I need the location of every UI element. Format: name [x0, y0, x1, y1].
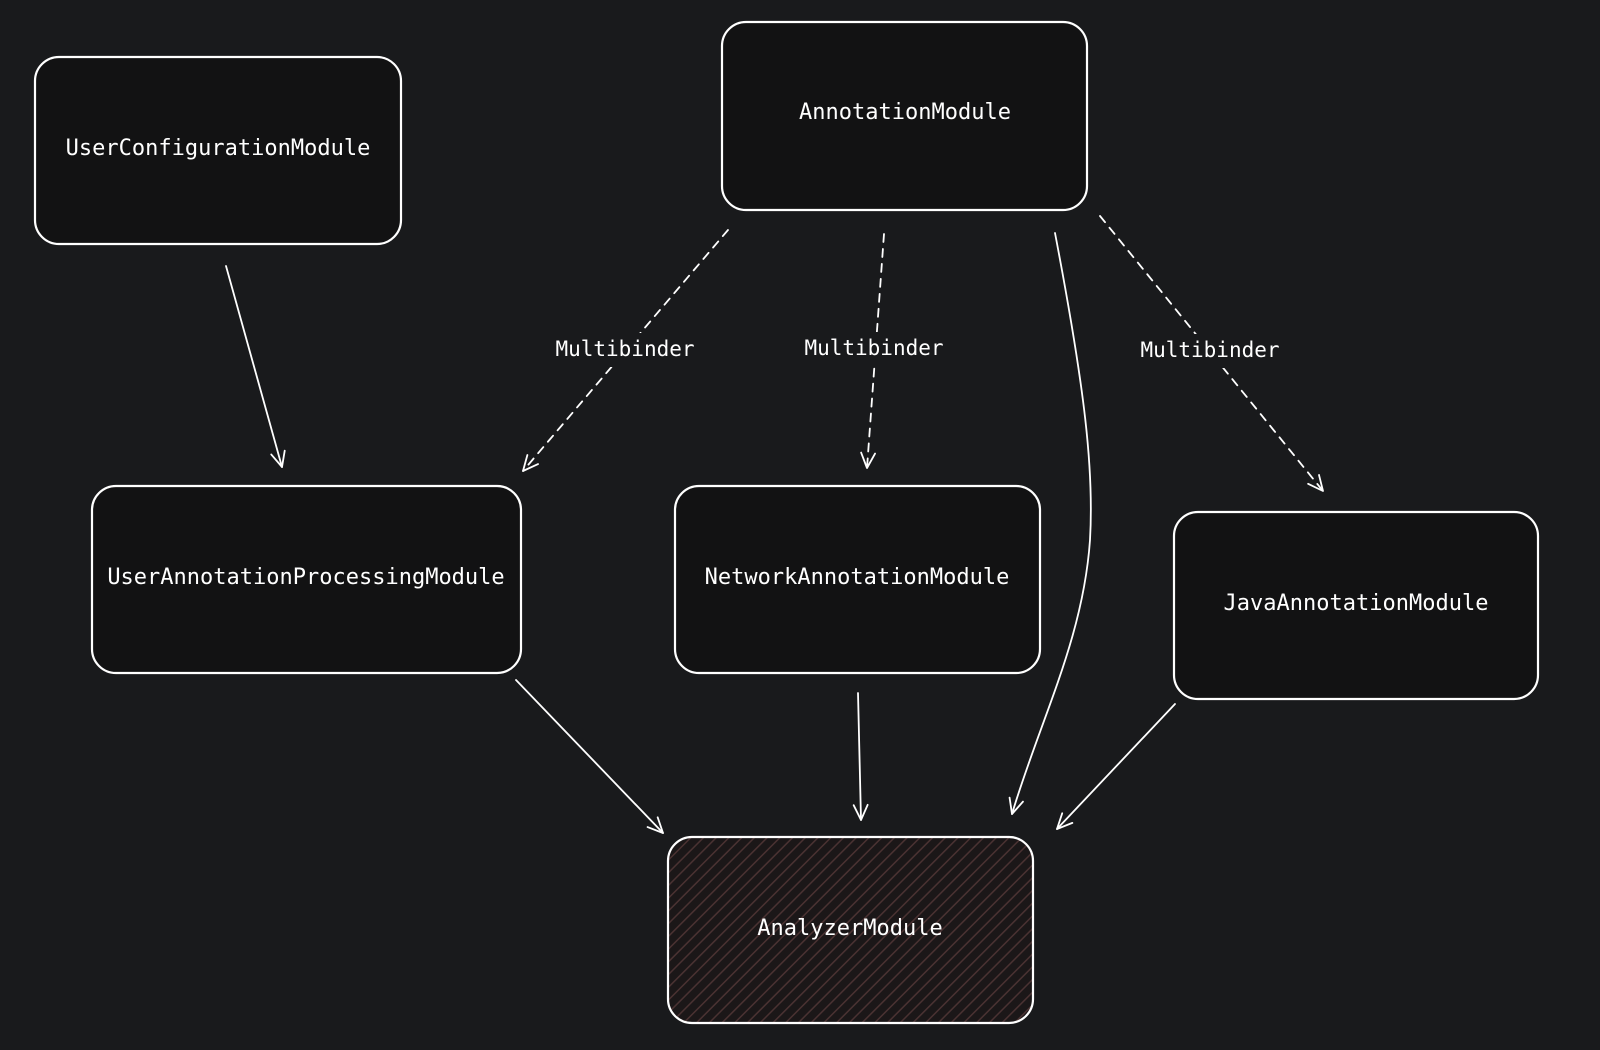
node-user-annotation-processing-module-label: UserAnnotationProcessingModule — [107, 565, 504, 590]
edge-java-to-analyzer — [1056, 703, 1176, 830]
edge-label-multibinder-left: Multibinder — [548, 333, 702, 367]
edge-annotation-to-analyzer — [1008, 232, 1092, 815]
node-network-annotation-module-label: NetworkAnnotationModule — [705, 565, 1010, 590]
edge-network-to-analyzer — [852, 692, 869, 821]
edge-label-multibinder-right: Multibinder — [1133, 334, 1287, 368]
node-analyzer-module-label: AnalyzerModule — [757, 916, 942, 941]
edge-userconfig-to-userannotation — [225, 265, 286, 468]
node-analyzer-module: AnalyzerModule — [666, 835, 1035, 1025]
node-network-annotation-module: NetworkAnnotationModule — [673, 484, 1042, 675]
node-annotation-module-label: AnnotationModule — [799, 100, 1011, 125]
node-user-configuration-module: UserConfigurationModule — [33, 55, 403, 246]
svg-text:Multibinder: Multibinder — [804, 336, 943, 360]
node-user-annotation-processing-module: UserAnnotationProcessingModule — [90, 484, 523, 675]
edge-label-multibinder-middle: Multibinder — [797, 332, 951, 366]
edge-userannotation-to-analyzer — [515, 679, 664, 834]
node-java-annotation-module-label: JavaAnnotationModule — [1224, 591, 1489, 616]
node-annotation-module: AnnotationModule — [720, 20, 1089, 212]
svg-text:Multibinder: Multibinder — [555, 337, 694, 361]
node-java-annotation-module: JavaAnnotationModule — [1172, 510, 1540, 701]
edge-annotation-to-network — [860, 233, 885, 469]
svg-text:Multibinder: Multibinder — [1140, 338, 1279, 362]
node-user-configuration-module-label: UserConfigurationModule — [66, 136, 371, 161]
